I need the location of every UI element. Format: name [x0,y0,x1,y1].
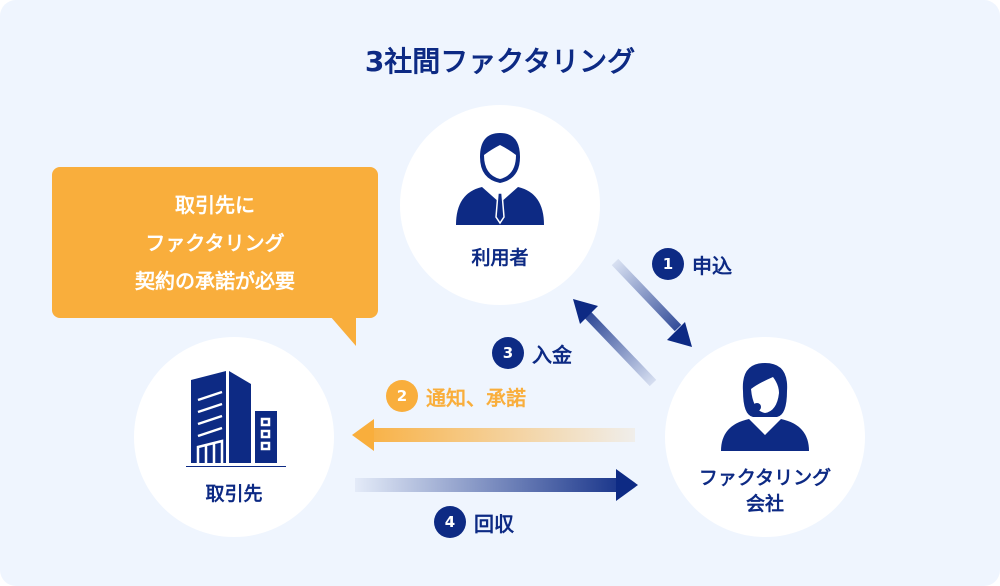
arrow-collect [355,469,638,501]
node-client: 取引先 [134,337,334,537]
step-label: 回収 [474,511,514,536]
callout-line: 契約の承諾が必要 [135,268,295,293]
node-factoring-label-line: 会社 [745,493,784,515]
arrow-notify [352,419,635,451]
step-apply: 1 申込 [652,248,732,280]
node-factoring-label-line: ファクタリング [698,467,832,489]
step-number-badge: 3 [492,337,524,369]
step-label: 入金 [532,342,572,367]
node-factoring: ファクタリング 会社 [665,337,865,537]
node-factoring-label: ファクタリング 会社 [665,465,865,517]
callout-box: 取引先に ファクタリング 契約の承諾が必要 [52,167,378,318]
step-number-badge: 4 [434,506,466,538]
businessman-icon [456,133,544,225]
diagram-title: 3社間ファクタリング [364,45,636,78]
step-label: 申込 [692,253,732,278]
step-label: 通知、承諾 [426,385,526,410]
step-number-badge: 2 [386,380,418,412]
callout-line: 取引先に [175,192,255,217]
node-user-label: 利用者 [471,247,529,269]
building-icon [186,371,286,467]
callout-line: ファクタリング [145,230,285,255]
arrow-apply [611,258,692,347]
callout-tail [330,316,356,346]
step-notify: 2 通知、承諾 [386,380,526,412]
operator-icon [721,363,809,451]
step-collect: 4 回収 [434,506,514,538]
step-payment: 3 入金 [492,337,572,369]
node-client-label: 取引先 [205,483,263,505]
node-user: 利用者 [400,105,600,305]
step-number-badge: 1 [652,248,684,280]
arrow-payment [573,299,657,387]
